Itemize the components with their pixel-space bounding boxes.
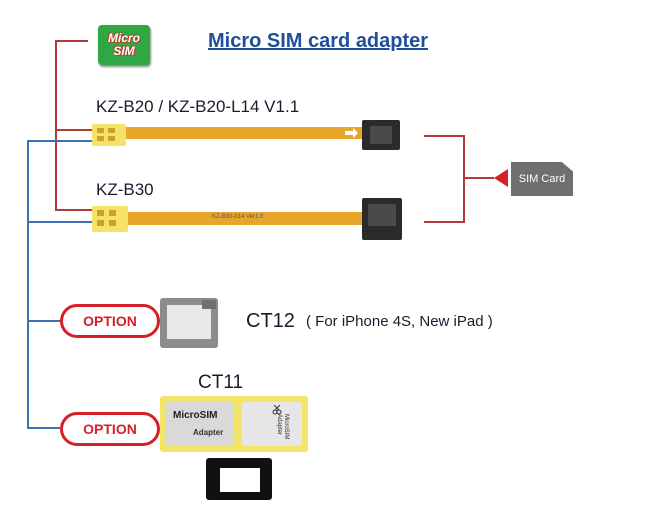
adapter-card-right-title: MicroSIM — [283, 414, 289, 440]
option-label: OPTION — [83, 313, 137, 329]
black-adapter-image — [206, 458, 272, 500]
sim-card-image: SIM Card — [511, 162, 573, 196]
sim-card-label: SIM Card — [518, 173, 566, 185]
ct12-model-label: CT12 — [246, 310, 295, 332]
option-badge-ct12: OPTION — [60, 304, 160, 338]
left-red-arrow-icon — [494, 169, 508, 187]
flex-print-label: KZ-B30-014 Ver1.0 — [212, 214, 264, 220]
blue-bracket — [27, 140, 92, 429]
ct11-model-label: CT11 — [198, 372, 244, 393]
kz-b20-label: KZ-B20 / KZ-B20-L14 V1.1 — [96, 97, 300, 116]
ct12-note: ( For iPhone 4S, New iPad ) — [306, 313, 493, 330]
adapter-card-title: MicroSIM — [173, 410, 218, 421]
kz-b20-cable — [92, 120, 400, 150]
kz-b30-label: KZ-B30 — [96, 180, 154, 199]
micro-sim-logo: Micro SIM — [98, 25, 150, 65]
kz-b30-cable — [92, 198, 402, 240]
micro-sim-line1: Micro — [107, 31, 140, 45]
adapter-card-right: MicroSIM Adapter — [242, 402, 302, 446]
adapter-card-right-sub: Adapter — [276, 414, 282, 436]
adapter-card-left: MicroSIM Adapter — [165, 402, 233, 446]
ct12-tray-image — [160, 298, 218, 348]
option-badge-ct11: OPTION — [60, 412, 160, 446]
red-bracket-left-lower — [55, 130, 92, 211]
ct11-adapter-card: MicroSIM Adapter MicroSIM Adapter — [160, 396, 308, 452]
red-bracket-left — [55, 40, 92, 131]
red-bracket-right — [424, 135, 465, 223]
adapter-card-sub: Adapter — [193, 428, 224, 437]
micro-sim-line2: SIM — [113, 44, 135, 58]
scissors-icon — [272, 405, 282, 415]
right-arrow-icon — [345, 128, 358, 138]
option-label: OPTION — [83, 421, 137, 437]
page-title: Micro SIM card adapter — [208, 30, 429, 52]
